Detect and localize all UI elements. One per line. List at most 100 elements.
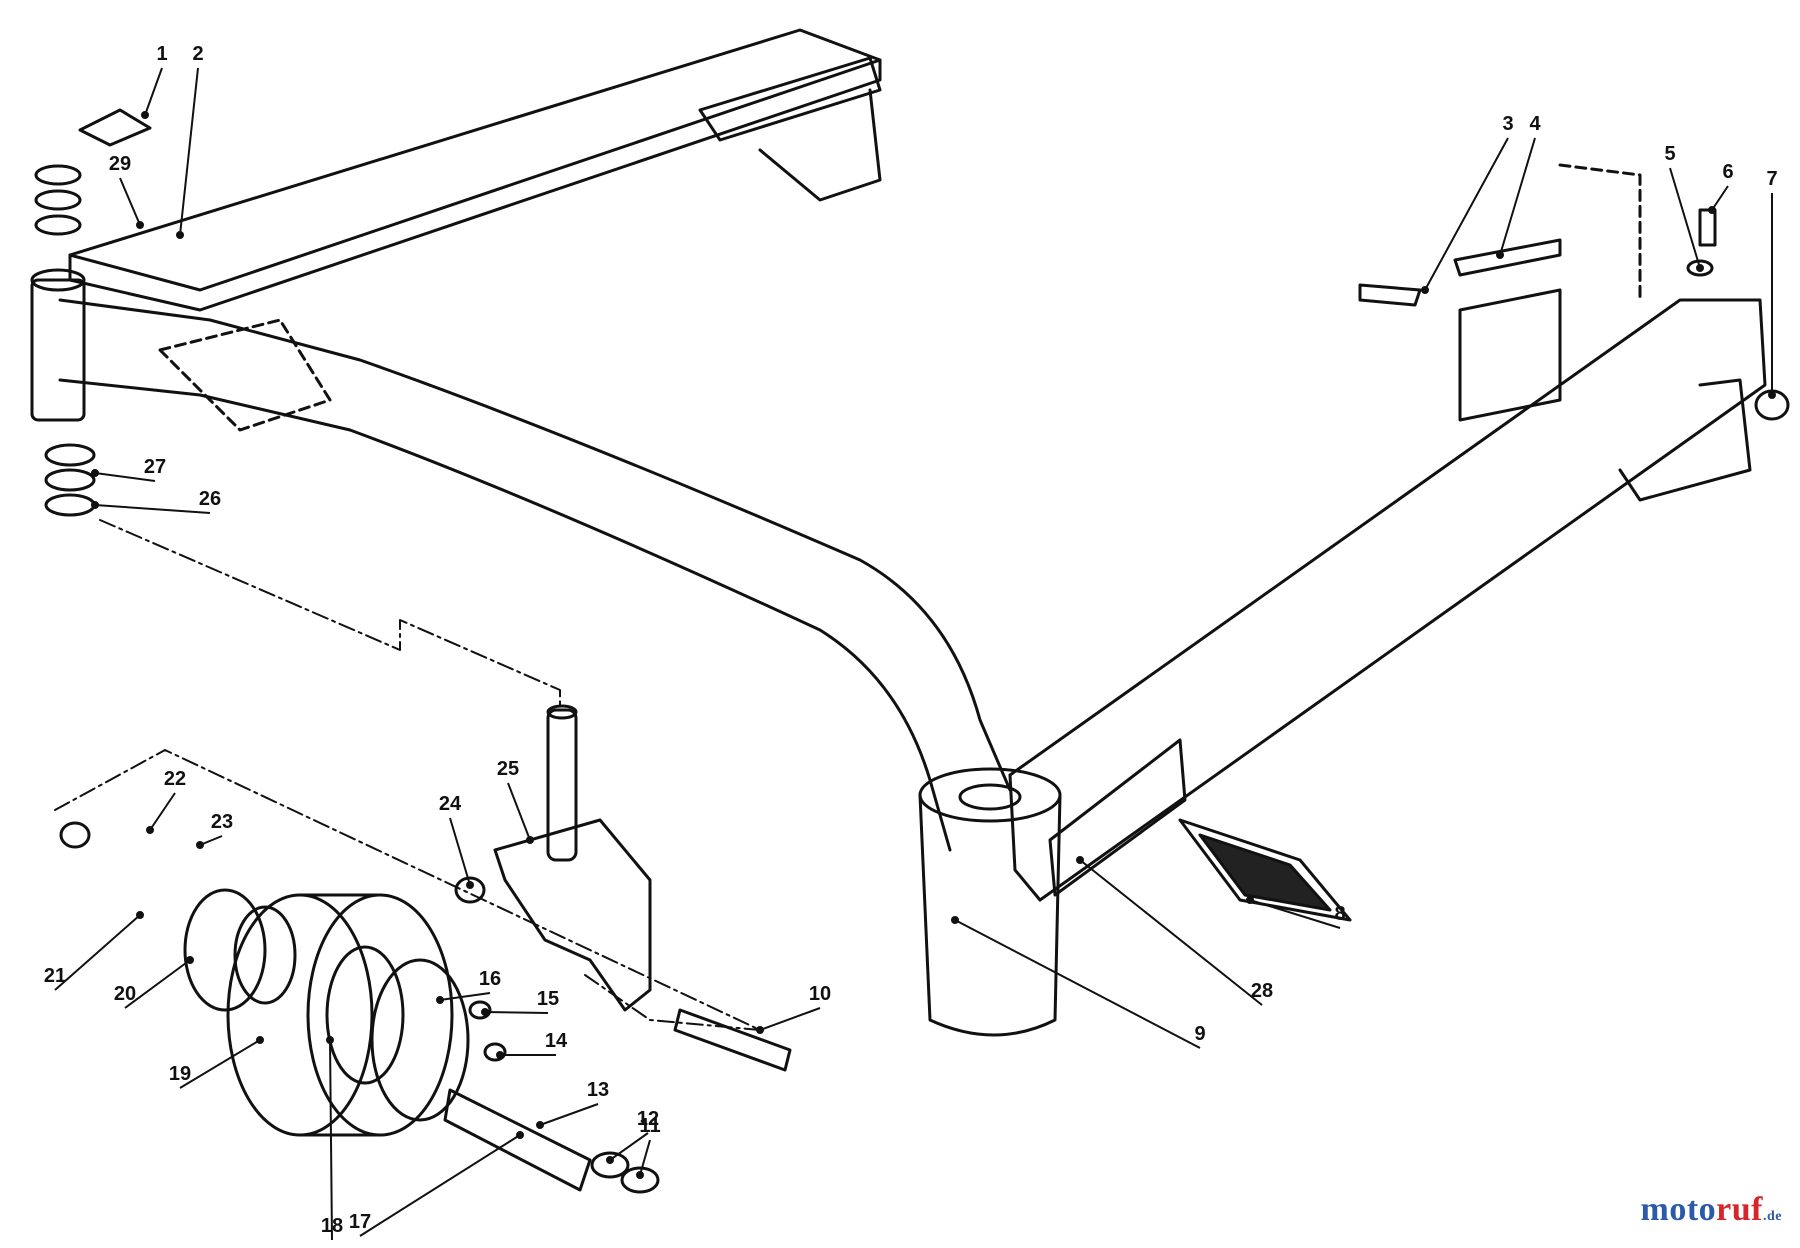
front-pillar	[918, 767, 1062, 1037]
leader-line-29	[119, 177, 141, 226]
leader-dot-25	[526, 836, 534, 844]
part-label-13: 13	[587, 1079, 609, 1101]
leader-line-26	[94, 504, 211, 514]
part-label-3: 3	[1502, 113, 1513, 135]
leader-dot-21	[136, 911, 144, 919]
leader-dot-16	[436, 996, 444, 1004]
part-label-14: 14	[545, 1030, 568, 1052]
watermark-text-2: ruf	[1716, 1191, 1763, 1228]
leader-dot-3	[1421, 286, 1429, 294]
leader-dot-4	[1496, 251, 1504, 259]
part-label-6: 6	[1722, 161, 1733, 183]
part-label-23: 23	[211, 811, 233, 833]
leader-dot-24	[466, 881, 474, 889]
leader-line-15	[484, 1011, 549, 1014]
hub	[183, 888, 297, 1012]
part-label-1: 1	[156, 43, 167, 65]
part-label-4: 4	[1529, 113, 1541, 135]
hidden-bracket	[158, 318, 332, 432]
leader-line-12	[609, 1132, 649, 1161]
leader-line-24	[449, 817, 471, 886]
leader-line-28	[1079, 859, 1263, 1006]
leader-line-3	[1424, 137, 1509, 291]
leader-line-16	[439, 992, 491, 1001]
wheel	[226, 893, 454, 1137]
leader-line-9	[954, 919, 1201, 1049]
part-label-27: 27	[144, 456, 166, 478]
part-label-24: 24	[439, 793, 462, 815]
leader-line-2	[179, 67, 199, 236]
right-rail	[1008, 298, 1767, 902]
part-label-18: 18	[321, 1215, 343, 1237]
leader-dot-14	[496, 1051, 504, 1059]
leader-dot-12	[606, 1156, 614, 1164]
part-label-12: 12	[637, 1108, 659, 1130]
part-label-25: 25	[497, 758, 519, 780]
leader-dot-5	[1696, 264, 1704, 272]
leader-dot-19	[256, 1036, 264, 1044]
leader-line-18	[329, 1039, 333, 1241]
leader-line-17	[359, 1134, 521, 1237]
part-label-26: 26	[199, 488, 221, 510]
leader-line-4	[1499, 137, 1536, 256]
left-pivot	[30, 164, 96, 517]
top-rail	[68, 28, 882, 292]
bearing-ring	[370, 958, 470, 1122]
guide-line	[99, 519, 561, 711]
leader-line-8	[1249, 899, 1341, 929]
bolt	[673, 1008, 792, 1072]
leader-dot-29	[136, 221, 144, 229]
leader-line-21	[54, 914, 141, 991]
watermark: motoruf.de	[1641, 1191, 1782, 1229]
leader-line-11	[639, 1139, 651, 1176]
axle	[443, 1088, 592, 1192]
leader-dot-9	[951, 916, 959, 924]
watermark-suffix: .de	[1763, 1209, 1782, 1224]
part-label-9: 9	[1194, 1023, 1205, 1045]
leader-dot-26	[91, 501, 99, 509]
leader-dot-20	[186, 956, 194, 964]
leader-line-13	[539, 1103, 599, 1126]
part-label-8: 8	[1334, 903, 1345, 925]
part-label-11: 11	[639, 1115, 660, 1137]
leader-dot-7	[1768, 391, 1776, 399]
leader-dot-13	[536, 1121, 544, 1129]
leader-dot-27	[91, 469, 99, 477]
leader-dot-22	[146, 826, 154, 834]
leader-dot-23	[196, 841, 204, 849]
leader-line-19	[179, 1039, 261, 1089]
part-label-15: 15	[537, 988, 559, 1010]
leader-line-20	[124, 959, 191, 1009]
leader-dot-2	[176, 231, 184, 239]
part-label-2: 2	[192, 43, 203, 65]
step-pad	[1178, 818, 1352, 922]
leader-dot-18	[326, 1036, 334, 1044]
leader-dot-28	[1076, 856, 1084, 864]
part-label-29: 29	[109, 153, 131, 175]
leader-dot-8	[1246, 896, 1254, 904]
caster-fork	[493, 704, 652, 1012]
watermark-text-1: moto	[1640, 1191, 1717, 1228]
part-label-19: 19	[169, 1063, 191, 1085]
part-label-22: 22	[164, 768, 186, 790]
leader-line-22	[149, 792, 176, 831]
part-label-28: 28	[1251, 980, 1273, 1002]
part-label-10: 10	[809, 983, 831, 1005]
part-label-16: 16	[479, 968, 501, 990]
bracket	[1458, 288, 1562, 422]
part-label-5: 5	[1664, 143, 1675, 165]
leader-line-27	[94, 472, 156, 482]
leader-line-10	[759, 1007, 821, 1031]
part-label-7: 7	[1766, 168, 1777, 190]
leader-dot-1	[141, 111, 149, 119]
part-label-17: 17	[349, 1211, 371, 1233]
part-label-20: 20	[114, 983, 136, 1005]
leader-dot-10	[756, 1026, 764, 1034]
leader-dot-6	[1708, 206, 1716, 214]
part-label-21: 21	[44, 965, 66, 987]
leader-dot-17	[516, 1131, 524, 1139]
left-arm	[58, 298, 1012, 792]
leader-line-5	[1669, 167, 1701, 269]
